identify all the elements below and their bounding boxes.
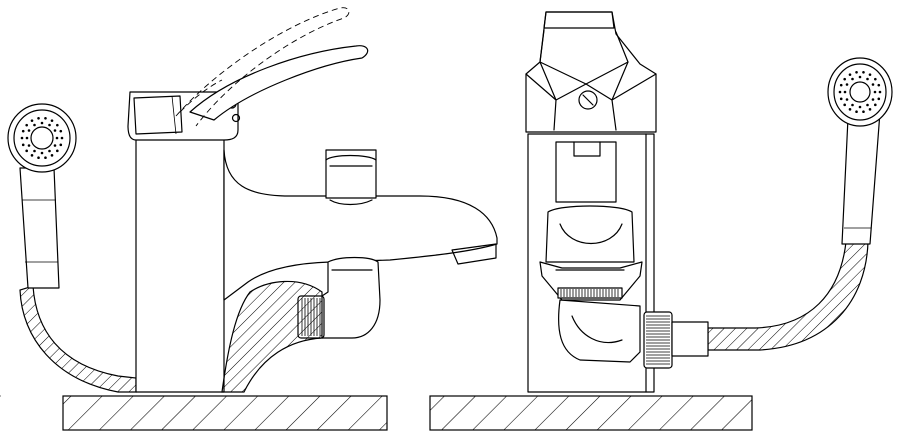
spray-nozzle-dot	[50, 119, 54, 122]
spray-nozzle-dot	[21, 129, 25, 133]
spray-nozzle-dot	[30, 154, 34, 157]
spray-nozzle-dot	[855, 71, 858, 74]
spray-nozzle-dot	[877, 97, 881, 101]
spray-nozzle-dot	[862, 71, 865, 74]
spray-nozzle-dot	[33, 149, 36, 153]
spray-nozzle-dot	[845, 98, 849, 101]
side-hose	[19, 285, 137, 393]
spray-nozzle-dot	[50, 154, 54, 157]
spray-nozzle-dot	[21, 143, 25, 147]
spray-nozzle-dot	[27, 144, 31, 147]
spray-nozzle-dot	[855, 110, 858, 113]
side-lever-arm[interactable]	[189, 45, 369, 121]
spray-nozzle-dot	[48, 123, 51, 127]
front-cartridge-cap[interactable]	[525, 11, 657, 133]
spray-nozzle-dot	[843, 90, 847, 94]
spray-nozzle-dot	[874, 77, 877, 81]
spray-nozzle-dot	[37, 117, 40, 120]
front-hand-shower-head	[827, 57, 893, 127]
spray-nozzle-dot	[858, 105, 862, 109]
side-spout	[223, 149, 498, 301]
spray-nozzle-dot	[53, 129, 57, 132]
spray-nozzle-dot	[871, 83, 875, 86]
spray-nozzle-dot	[20, 136, 24, 140]
side-hand-shower-head	[7, 103, 77, 173]
spray-nozzle-dot	[25, 136, 29, 140]
spray-nozzle-dot	[27, 129, 31, 132]
spray-nozzle-dot	[866, 103, 869, 107]
front-base-plate	[429, 395, 753, 431]
spray-nozzle-dot	[25, 123, 28, 127]
spray-nozzle-dot	[851, 77, 854, 81]
spray-nozzle-dot	[59, 143, 63, 147]
spray-nozzle-dot	[48, 149, 51, 153]
spray-nozzle-dot	[55, 136, 59, 140]
spray-nozzle-dot	[56, 149, 59, 153]
spray-nozzle-dot	[862, 110, 865, 113]
spray-nozzle-dot	[40, 121, 44, 125]
side-inner-flow	[221, 280, 323, 393]
spray-nozzle-dot	[868, 73, 872, 76]
spray-nozzle-dot	[56, 123, 59, 127]
spray-nozzle-dot	[25, 149, 28, 153]
front-hose	[707, 241, 869, 351]
side-diverter-knob	[325, 149, 377, 199]
spray-nozzle-dot	[873, 90, 877, 94]
side-elevation-view	[7, 7, 498, 431]
spray-nozzle-dot	[848, 108, 852, 111]
spray-nozzle-dot	[858, 75, 862, 79]
spray-nozzle-dot	[851, 103, 854, 107]
spray-nozzle-dot	[40, 151, 44, 155]
spray-nozzle-dot	[53, 144, 57, 147]
front-elevation-view	[429, 11, 893, 431]
spray-nozzle-dot	[848, 73, 852, 76]
side-mixer-body	[135, 133, 225, 393]
spray-nozzle-dot	[839, 83, 843, 87]
spray-nozzle-dot	[44, 156, 47, 159]
side-base-plate	[62, 395, 388, 431]
spray-nozzle-dot	[838, 90, 842, 94]
front-hand-shower-handle	[841, 111, 881, 245]
spray-nozzle-dot	[868, 108, 872, 111]
spray-nozzle-dot	[60, 136, 64, 140]
spray-nozzle-dot	[871, 98, 875, 101]
spray-nozzle-dot	[839, 97, 843, 101]
spray-nozzle-dot	[59, 129, 63, 133]
spray-nozzle-dot	[878, 90, 882, 94]
side-lever-arm-alt	[175, 7, 350, 127]
spray-nozzle-dot	[44, 117, 47, 120]
spray-nozzle-dot	[37, 156, 40, 159]
spray-nozzle-dot	[877, 83, 881, 87]
front-diverter	[539, 205, 643, 301]
side-hand-shower-handle	[19, 167, 60, 289]
spray-nozzle-dot	[843, 77, 846, 81]
spray-nozzle-dot	[30, 119, 34, 122]
spray-nozzle-dot	[33, 123, 36, 127]
spray-nozzle-dot	[845, 83, 849, 86]
spray-nozzle-dot	[866, 77, 869, 81]
spray-nozzle-dot	[874, 103, 877, 107]
spray-nozzle-dot	[843, 103, 846, 107]
